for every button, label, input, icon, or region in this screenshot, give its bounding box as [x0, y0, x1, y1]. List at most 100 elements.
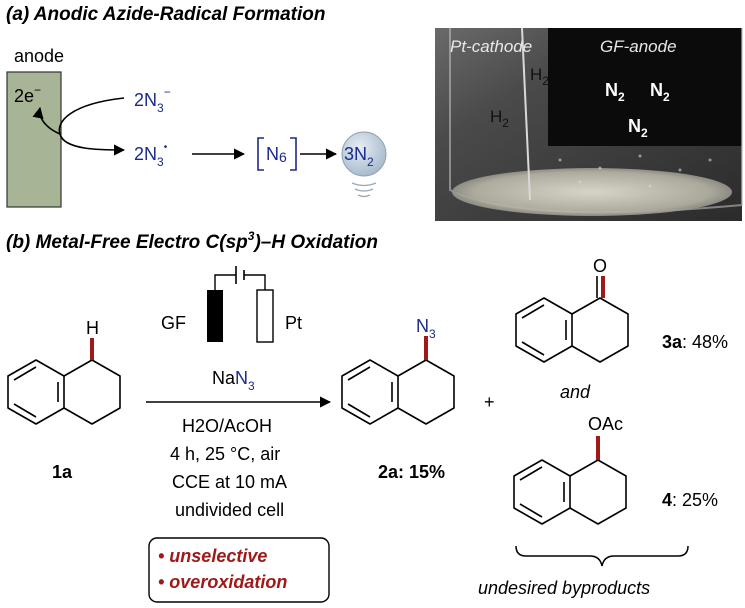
acetate-group: OAc: [588, 414, 623, 434]
product-2a-label: 2a: [378, 462, 399, 482]
byproducts-label: undesired byproducts: [478, 578, 650, 598]
reagent-sub: 3: [248, 379, 255, 393]
pt-electrode: [256, 289, 274, 343]
product-2a-caption: 2a: 15%: [378, 462, 445, 482]
azide-anion-coef: 2N: [134, 90, 157, 110]
pt-electrode-label: Pt: [285, 313, 302, 333]
photo-h2-lower: H2: [490, 107, 509, 130]
reagent-n: N: [235, 368, 248, 388]
substrate-1a-structure: [7, 338, 121, 425]
n2-coef: 3N: [344, 144, 367, 164]
aromatic-double-bonds: [521, 304, 567, 356]
product-3a-structure: [515, 276, 629, 363]
n2-right-element: N: [650, 80, 663, 100]
bubble-dot: [678, 168, 682, 172]
electron-charge: −: [34, 83, 41, 97]
product-3a-yield: : 48%: [682, 332, 728, 352]
product-2a-structure: [341, 336, 455, 425]
gas-bubble-dots: [558, 154, 712, 188]
platinum-wire: [521, 27, 531, 201]
bubble-dot: [578, 180, 582, 184]
saturated-ring: [397, 359, 455, 425]
azide-group: N3: [416, 316, 436, 341]
product-4-caption: 4: 25%: [662, 490, 718, 510]
product-4-yield: : 25%: [672, 490, 718, 510]
electrolyte-liquid: [452, 168, 732, 216]
benzene-ring: [513, 459, 571, 525]
bubble-ripple-1: [351, 182, 377, 187]
title-b-start: (b) Metal-Free Electro C(sp: [6, 232, 248, 253]
bubble-dot: [558, 158, 562, 162]
electron-count-label: 2e−: [14, 83, 41, 106]
condition-current: CCE at 10 mA: [172, 472, 287, 492]
photo-cathode-label: Pt-cathode: [450, 37, 532, 56]
bubble-dot: [648, 184, 652, 188]
photo-n2-lower: N2: [628, 116, 648, 140]
substrate-hydrogen: H: [86, 318, 99, 338]
aromatic-double-bonds: [519, 466, 565, 518]
nitrogen-gas-product: 3N2: [344, 144, 374, 169]
saturated-ring: [63, 359, 121, 425]
reagent-na: Na: [212, 368, 236, 388]
h2-upper-sub: 2: [542, 74, 549, 88]
electron-return-arrow: [32, 106, 61, 135]
benzene-ring: [7, 359, 65, 425]
h2-lower-sub: 2: [502, 116, 509, 130]
n2-left-element: N: [605, 80, 618, 100]
azide-sub: 3: [429, 327, 436, 341]
circuit-wire: [214, 274, 266, 290]
bracket-right: [290, 137, 297, 171]
benzene-ring: [341, 359, 399, 425]
ketone-oxygen: O: [593, 256, 607, 276]
warning-unselective: • unselective: [158, 546, 267, 566]
bubble-dot: [708, 158, 712, 162]
bubble-ripple-2: [354, 188, 374, 192]
azide-element: N: [416, 316, 429, 336]
photo-anode-label: GF-anode: [600, 37, 677, 56]
electrolysis-cell-icon: [207, 266, 274, 343]
aromatic-double-bonds: [347, 366, 393, 418]
azide-radical-coef: 2N: [134, 144, 157, 164]
saturated-ring: [571, 297, 629, 363]
n6-element: N: [266, 144, 279, 164]
condition-cell: undivided cell: [175, 500, 284, 520]
bubble-dot: [638, 154, 642, 158]
substrate-label: 1a: [52, 462, 73, 482]
gf-electrode: [207, 290, 223, 342]
n2-lower-element: N: [628, 116, 641, 136]
product-3a-label: 3a: [662, 332, 683, 352]
n2-sub: 2: [367, 155, 374, 169]
photo-h2-upper: H2: [530, 65, 549, 88]
product-3a-caption: 3a: 48%: [662, 332, 728, 352]
electron-count: 2e: [14, 86, 34, 106]
bubble-dot: [598, 166, 602, 170]
bubble-ripple-3: [357, 194, 371, 198]
n6-sub: 6: [279, 149, 287, 165]
azide-anion-charge: −: [164, 85, 171, 99]
azide-anion: 2N3−: [134, 85, 171, 115]
anode-electrode: [6, 71, 62, 208]
anode-label: anode: [14, 46, 64, 66]
title-b-end: )–H Oxidation: [252, 232, 378, 253]
aromatic-double-bonds: [13, 366, 59, 418]
condition-time-temp: 4 h, 25 °C, air: [170, 444, 280, 464]
saturated-ring: [569, 459, 627, 525]
reagent-label: NaN3: [212, 368, 255, 393]
title-b-sup: 3: [248, 229, 255, 243]
section-b-title: (b) Metal-Free Electro C(sp3)–H Oxidatio…: [6, 229, 378, 253]
plus-sign: +: [484, 392, 495, 412]
photo-n2-right: N2: [650, 80, 670, 104]
product-4-structure: [513, 436, 627, 525]
product-4-label: 4: [662, 490, 672, 510]
n2-left-sub: 2: [618, 90, 625, 104]
azide-anion-sub: 3: [157, 101, 164, 115]
graphite-felt-anode: [548, 28, 742, 146]
h2-lower-element: H: [490, 107, 502, 126]
photo-n2-left: N2: [605, 80, 625, 104]
warning-overoxidation: • overoxidation: [158, 572, 287, 592]
bracket-left: [257, 137, 264, 171]
n2-lower-sub: 2: [641, 126, 648, 140]
warning-box: [148, 537, 330, 603]
azide-radical-sub: 3: [157, 155, 164, 169]
